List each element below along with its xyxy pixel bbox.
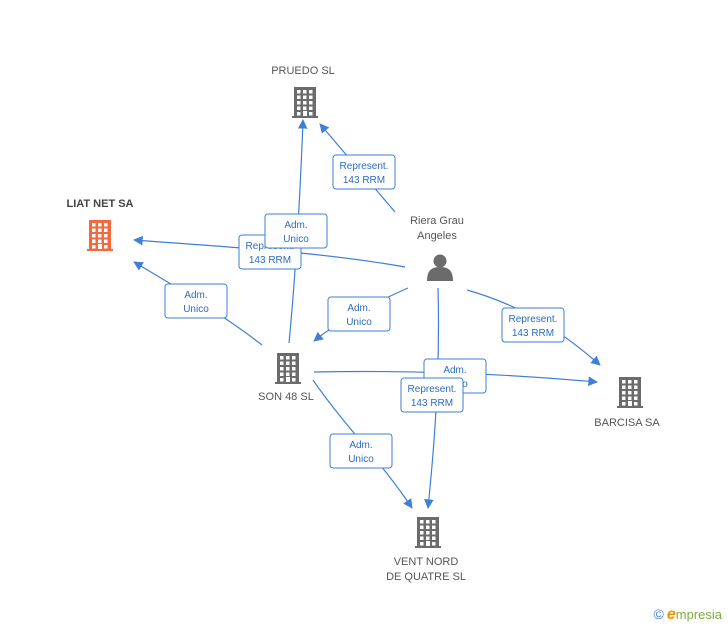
edge-label-text: Adm. [347,303,370,314]
edge-label-text: Represent. [509,314,558,325]
edge-label-box [501,307,565,343]
node-barcisa[interactable]: BARCISA SA [594,377,660,429]
edge-label-riera-to-vent[interactable]: Represent. 143 RRM [400,377,464,413]
node-pruedo[interactable]: PRUEDO SL [271,65,335,118]
footer-brand[interactable]: ©empresia [654,606,722,624]
edge-label-text: 143 RRM [249,255,291,266]
edge-label-text: Unico [348,454,374,465]
edge-label-riera-to-barcisa[interactable]: Represent. 143 RRM [501,307,565,343]
edge-label-box [164,283,228,319]
building-icon [292,87,318,118]
nodes-layer: LIAT NET SA PRUEDO SL Riera GrauAngelesSON… [66,65,660,583]
building-icon [275,353,301,384]
building-icon [87,220,113,251]
edge-label-box [264,213,328,249]
brand-name: mpresia [675,607,722,622]
edge-label-box [329,433,393,469]
edge-label-box [332,154,396,190]
edge-label-text: Adm. [284,220,307,231]
node-label: Angeles [417,230,457,242]
edge-label-text: Unico [183,304,209,315]
node-label: LIAT NET SA [66,198,133,210]
edge-label-text: Unico [283,234,309,245]
edge-label-text: Adm. [184,290,207,301]
copyright-symbol: © [653,606,664,622]
edge-label-son48-to-pruedo[interactable]: Adm. Unico [264,213,328,249]
building-icon [415,517,441,548]
node-vent[interactable]: VENT NORD DE QUATRE SL [386,517,466,583]
building-icon [617,377,643,408]
edge-label-text: Unico [346,317,372,328]
node-label: DE QUATRE SL [386,571,466,583]
node-label: BARCISA SA [594,417,660,429]
edge-label-text: 143 RRM [411,398,453,409]
edge-label-box [327,296,391,332]
node-label: SON 48 SL [258,391,314,403]
node-label: PRUEDO SL [271,65,335,77]
edge-label-text: 143 RRM [512,328,554,339]
edge-label-riera-to-son48[interactable]: Adm. Unico [327,296,391,332]
edge-label-text: Adm. [443,365,466,376]
node-son48[interactable]: SON 48 SL [258,353,314,403]
edge-label-son48-to-liat[interactable]: Adm. Unico [164,283,228,319]
node-liat[interactable]: LIAT NET SA [66,198,134,251]
node-label: Riera Grau [410,215,464,227]
edge-label-text: Represent. [340,161,389,172]
person-icon [427,254,453,281]
edge-label-riera-to-pruedo[interactable]: Represent. 143 RRM [332,154,396,190]
node-label: VENT NORD [394,556,459,568]
brand-initial: e [666,606,676,623]
edge-labels-layer: Represent. 143 RRM Represent. 143 RRM Adm. Un… [164,154,565,469]
edge-label-text: Represent. [408,384,457,395]
edge-label-box [400,377,464,413]
edge-label-son48-to-vent[interactable]: Adm. Unico [329,433,393,469]
edge-label-text: 143 RRM [343,175,385,186]
edge-label-text: Adm. [349,440,372,451]
